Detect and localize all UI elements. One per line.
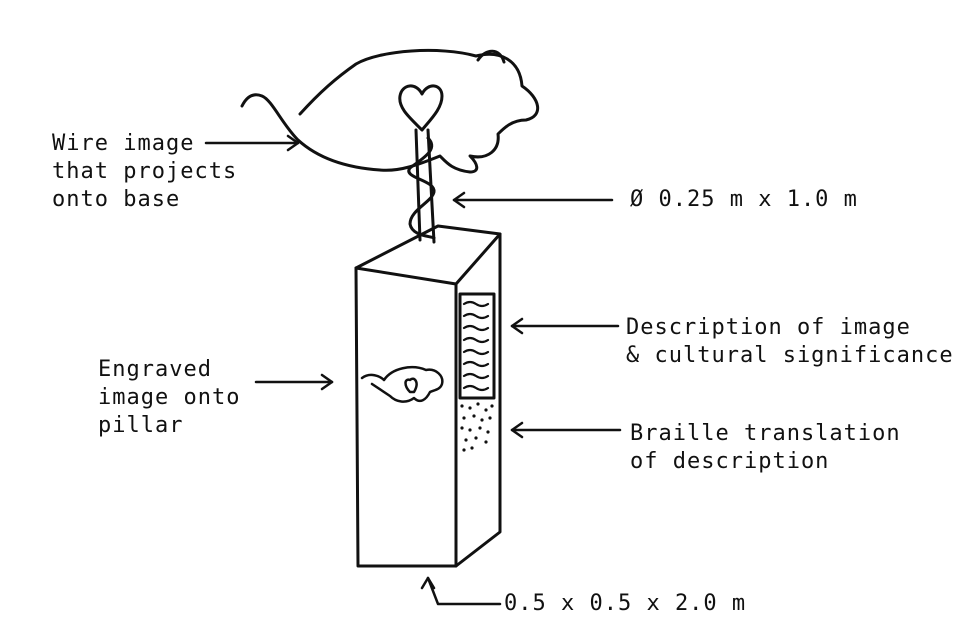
engraved-rat-icon: [360, 366, 444, 403]
heart-icon: [398, 84, 444, 132]
label-pillar-dimension: 0.5 x 0.5 x 2.0 m: [504, 591, 747, 616]
description-panel: [458, 292, 496, 400]
label-braille: Braille translation of description: [630, 421, 901, 474]
label-engraved: Engraved image onto pillar: [98, 357, 241, 438]
rat-ear-icon: [476, 49, 506, 64]
label-rod-dimension: Ø 0.25 m x 1.0 m: [630, 187, 858, 212]
rat-silhouette-icon: [240, 49, 539, 174]
arrow-icon: [204, 134, 622, 606]
pillar: [354, 224, 502, 286]
spiral-wire: [407, 136, 436, 240]
braille-dots-icon: [460, 402, 494, 452]
label-wire-image: Wire image that projects onto base: [52, 131, 238, 212]
label-description: Description of image & cultural signific…: [626, 315, 954, 368]
rod: [414, 128, 422, 242]
